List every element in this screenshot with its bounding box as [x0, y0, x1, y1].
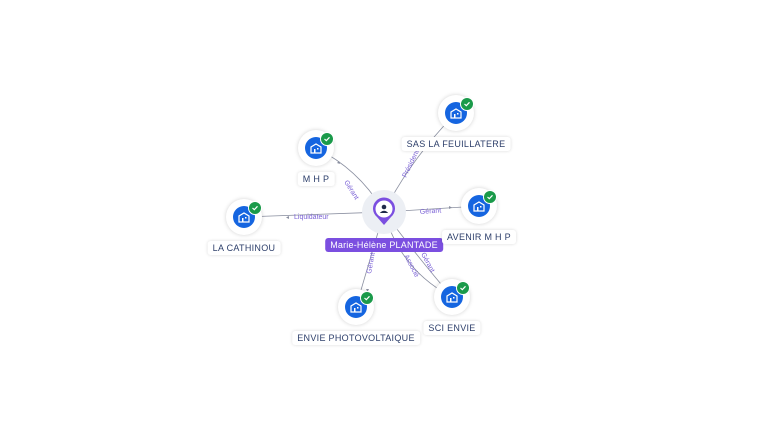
edge-label-cathinou: Liquidateur — [294, 214, 329, 221]
check-icon — [460, 97, 474, 111]
edge-label-sas: Président — [402, 149, 421, 179]
check-icon — [483, 190, 497, 204]
arrow-mhp — [337, 161, 340, 164]
company-label-avenir[interactable]: AVENIR M H P — [442, 230, 516, 244]
company-label-sas[interactable]: SAS LA FEUILLATERE — [401, 137, 511, 151]
company-label-envie[interactable]: ENVIE PHOTOVOLTAIQUE — [292, 331, 420, 345]
person-icon — [373, 197, 395, 225]
edge-cathinou — [243, 211, 385, 218]
edge-label-mhp: Gérant — [342, 179, 359, 201]
check-icon — [248, 201, 262, 215]
edge-label-avenir: Gérant — [420, 208, 442, 216]
company-label-mhp[interactable]: M H P — [297, 172, 335, 186]
check-icon — [320, 132, 334, 146]
check-icon — [360, 291, 374, 305]
edge-label-sci-a: Gérant — [419, 252, 435, 274]
company-label-sci[interactable]: SCI ENVIE — [423, 321, 481, 335]
edge-label-sci-b: Associé — [402, 254, 420, 279]
arrow-avenir — [449, 206, 452, 209]
arrow-cathinou — [286, 216, 289, 219]
person-name-label[interactable]: Marie-Hélène PLANTADE — [325, 238, 443, 252]
company-label-cathinou[interactable]: LA CATHINOU — [207, 241, 281, 255]
edge-label-envie: Gérant — [366, 252, 377, 274]
check-icon — [456, 281, 470, 295]
arrow-envie — [366, 289, 369, 292]
